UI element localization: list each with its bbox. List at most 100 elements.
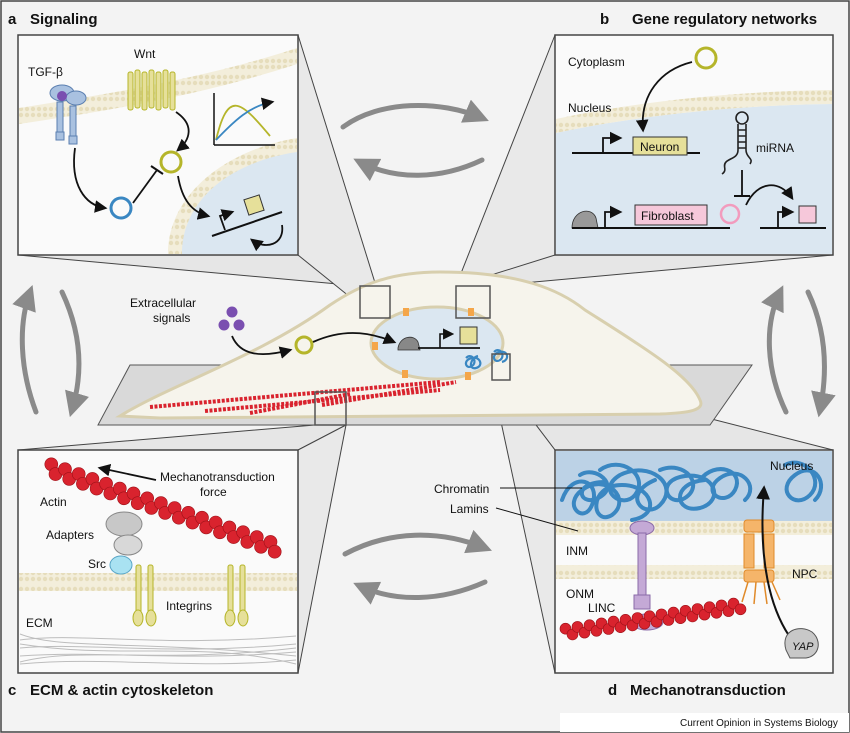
panel-a-title: Signaling (30, 11, 98, 28)
blue-effector-circle (109, 196, 133, 220)
panel-b-nucleoplasm (556, 104, 832, 254)
wnt-to-olive-arrow (175, 111, 190, 152)
yap-protein (784, 628, 819, 659)
lamins-label: Lamins (450, 502, 489, 516)
inm-label: INM (566, 544, 588, 558)
tgfb-label: TGF-β (28, 65, 63, 79)
signal-receiver-circle (294, 335, 314, 355)
polymerase-b (571, 210, 599, 229)
chromatin-tangle (560, 460, 823, 522)
panel-b-tf-circle (694, 46, 718, 70)
yap-label: YAP (792, 641, 814, 653)
onm-label: ONM (566, 587, 594, 601)
panel-a-nuclear-membrane (168, 138, 297, 254)
adapters-label: Adapters (46, 528, 94, 542)
olive-effector-circle (159, 150, 183, 174)
zoom-box-grn (455, 285, 491, 319)
chromatin-label: Chromatin (434, 482, 489, 496)
actin-label: Actin (40, 495, 67, 509)
inset-curve-plot (213, 93, 275, 146)
panel-b-pink-circle (719, 203, 741, 225)
mechano-label-2: force (200, 485, 227, 499)
extracellular-label-1: Extracellular (130, 296, 196, 310)
src-label: Src (88, 557, 106, 571)
mechano-label-1: Mechanotransduction (160, 470, 275, 484)
fibroblast-promoter-arrow (604, 205, 623, 228)
panel-d-nucleus-label: Nucleus (770, 459, 813, 473)
linc-label: LINC (588, 601, 616, 615)
onm-membrane (556, 565, 832, 579)
tgfb-to-blue-arrow (73, 147, 108, 213)
inm-membrane (556, 521, 832, 535)
pink-to-gene-arrow (745, 184, 794, 206)
extracellular-label-2: signals (153, 311, 190, 325)
nucleus (369, 305, 505, 381)
chromatin-center (464, 349, 509, 370)
panel-a-letter: a (8, 11, 17, 28)
actin-stress-fibers (149, 380, 457, 415)
cycle-arrows (12, 99, 836, 605)
pink-promoter-arrow (777, 205, 795, 228)
integrins-label: Integrins (166, 599, 212, 613)
panel-a: a Signaling TGF-β Wnt (8, 11, 299, 256)
zoom-box-mechano (491, 353, 511, 381)
olive-to-nucleus-arrow (177, 175, 211, 220)
fibroblast-label: Fibroblast (641, 209, 694, 223)
fibroblast-box (634, 204, 708, 226)
adapter-protein-1 (105, 511, 143, 537)
panel-b-title: Gene regulatory networks (632, 11, 817, 28)
nuclear-pores (372, 308, 474, 380)
wnt-label: Wnt (134, 47, 156, 61)
extracellular-signals (218, 306, 245, 331)
panel-c-letter: c (8, 682, 16, 699)
gene-box-center (459, 326, 478, 345)
npc-label: NPC (792, 567, 818, 581)
journal-credit: Current Opinion in Systems Biology (680, 718, 838, 729)
panel-b-letter: b (600, 11, 609, 28)
adapter-protein-2 (113, 534, 143, 556)
panel-b: b Gene regulatory networks Cytoplasm Nuc… (554, 11, 834, 256)
tf-to-neuron-arrow (635, 61, 693, 133)
pink-gene-box (798, 205, 817, 224)
panel-d-title: Mechanotransduction (630, 682, 786, 699)
panel-c-box (17, 449, 299, 674)
panel-c-title: ECM & actin cytoskeleton (30, 682, 213, 699)
promoter-arrow-center (439, 328, 455, 348)
integrins (132, 564, 249, 627)
credit-bg (560, 713, 849, 732)
force-arrow (97, 463, 157, 481)
actin-filament-c (44, 457, 282, 559)
neuron-promoter-arrow (602, 131, 623, 153)
panel-c: c ECM & actin cytoskeleton ECM Mechanotr… (8, 449, 299, 699)
wnt-receptor (127, 69, 176, 111)
zoom-box-ecm (314, 391, 347, 426)
signal-to-nucleus-arrow (312, 332, 397, 344)
signal-entry-arrow (231, 335, 293, 359)
cytoplasm-label: Cytoplasm (568, 55, 625, 69)
neuron-label: Neuron (640, 140, 679, 154)
yap-import-arrow (756, 485, 793, 641)
actin-bead (734, 603, 747, 616)
inhibition-bar (150, 165, 164, 175)
tgfb-receptor (49, 84, 87, 145)
inhibition-line (132, 169, 158, 204)
mirna-hairpin (721, 111, 752, 175)
zoom-box-signaling (359, 285, 391, 319)
actin-filament-d (559, 597, 747, 641)
panel-b-nuclear-membrane (556, 90, 832, 133)
panel-b-nucleus-label: Nucleus (568, 101, 611, 115)
actin-bead (267, 544, 282, 559)
ecm-label: ECM (26, 616, 53, 630)
ecm-fibers (19, 633, 297, 665)
panel-d-letter: d (608, 682, 617, 699)
panel-a-nucleoplasm (180, 150, 297, 254)
panel-d-callouts: Chromatin Lamins (434, 482, 582, 532)
center-cell-scene: Extracellular signals (97, 270, 753, 426)
src-kinase (109, 555, 133, 575)
mirna-label: miRNA (756, 141, 794, 155)
panel-c-membrane (19, 573, 297, 591)
neuron-box (632, 136, 688, 156)
panel-d: d Mechanotransduction Nucleus INM ONM LI… (554, 449, 834, 699)
